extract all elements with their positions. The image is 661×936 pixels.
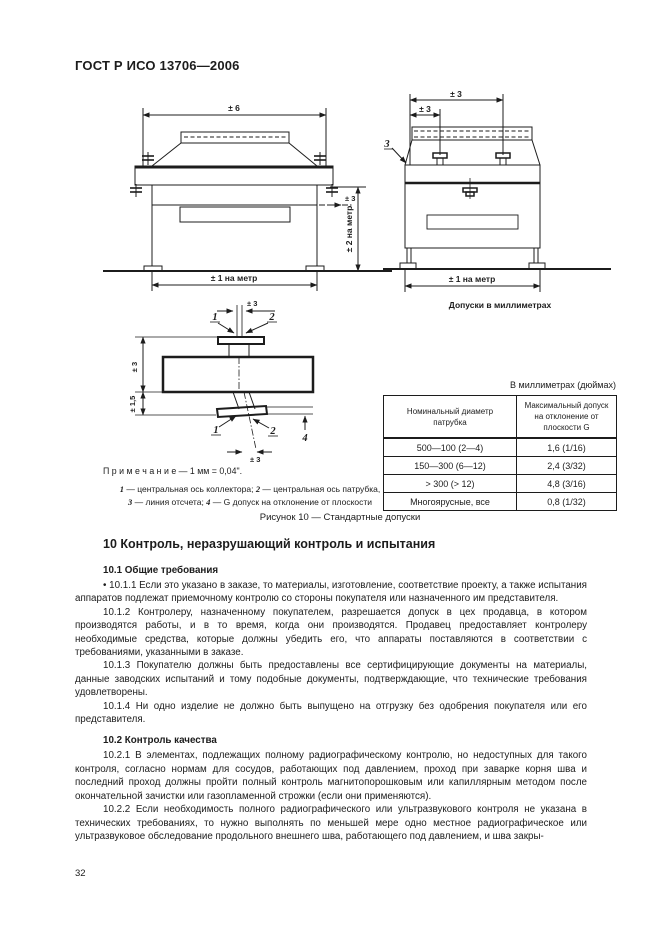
detail-callouts-top [210, 321, 277, 334]
subsection-heading-10-2: 10.2 Контроль качества [103, 735, 217, 747]
legend-text-4: — G допуск на отклонение от плоскости [210, 496, 373, 507]
legend-text-2: — центральная ось патрубка, [260, 484, 381, 494]
detail-dim-bottom-label: ± 3 [250, 455, 260, 464]
figure-caption: Рисунок 10 — Стандартные допуски [259, 512, 421, 523]
figure-note: П р и м е ч а н и е — 1 мм = 0,04". [103, 466, 243, 476]
detail-header-box [161, 355, 315, 394]
figure-legend-line2: 3 — линия отсчета; 4 — G допуск на откло… [70, 496, 430, 509]
table-row: > 300 (> 12) 4,8 (3/16) [383, 474, 617, 493]
table-col2-header: Максимальный допуск на отклонение от пло… [516, 395, 617, 439]
detail-callout-4: 4 [301, 433, 307, 444]
side-bottom-dimension [404, 269, 541, 292]
table-cell-tolerance: 2,4 (3/32) [516, 456, 617, 475]
side-callout-3-arrow [384, 147, 407, 164]
paragraph-10-1-3: 10.1.3 Покупателю должны быть предоставл… [75, 660, 587, 699]
detail-dim-top-label: ± 3 [247, 299, 257, 308]
paragraph-10-1-4: 10.1.4 Ни одно изделие не должно быть вы… [75, 700, 587, 726]
side-legs-ground [383, 248, 611, 270]
front-flange-fittings [130, 152, 338, 197]
side-dim-bottom-label: ± 1 на метр [449, 274, 496, 284]
front-header-band [134, 165, 334, 186]
detail-callout-1-top: 1 [212, 312, 217, 323]
legend-text-1: — центральная ось коллектора; [123, 484, 256, 494]
paragraph-10-1-2: 10.1.2 Контролеру, назначенному покупате… [75, 606, 587, 659]
document-header: ГОСТ Р ИСО 13706—2006 [75, 58, 240, 73]
side-dim-top-wide-label: ± 3 [450, 89, 462, 99]
figure-legend-line1: 1 — центральная ось коллектора; 2 — цент… [70, 483, 430, 496]
legend-num-3: 3 [127, 496, 133, 507]
figure-side-view: ± 3 ± 3 3 ± 1 на метр [383, 89, 611, 292]
detail-callout-2-bottom: 2 [269, 426, 276, 437]
side-top-nozzles [432, 152, 511, 165]
table-units-note: В миллиметрах (дюймах) [510, 380, 616, 390]
front-body [151, 185, 352, 266]
tolerance-table: Номинальный диаметр патрубка Максимальны… [383, 395, 617, 511]
front-legs-ground [103, 265, 392, 272]
subsection-heading-10-1: 10.1 Общие требования [103, 565, 219, 576]
detail-callouts-bottom [211, 415, 278, 437]
table-cell-diameter: 500—100 (2—4) [383, 437, 517, 457]
paragraph-10-1-1: • 10.1.1 Если это указано в заказе, то м… [75, 580, 587, 605]
legend-num-2: 2 [255, 484, 261, 494]
detail-left-dimensions [135, 336, 217, 416]
side-body [404, 164, 541, 249]
side-top-dimensions [409, 94, 504, 165]
paragraph-10-2-1: 10.2.1 В элементах, подлежащих полному р… [75, 750, 587, 802]
front-dim-bottom-label: ± 1 на метр [211, 273, 258, 283]
front-top-dimension [142, 108, 327, 166]
front-vertical-dimension [330, 186, 366, 272]
front-dim-top-label: ± 6 [228, 103, 240, 113]
page-number: 32 [75, 868, 86, 879]
side-plenum-outline [404, 126, 541, 166]
table-cell-tolerance: 4,8 (3/16) [516, 474, 617, 493]
front-dim-vertical-label: ± 2 на метр [344, 206, 354, 253]
front-plenum-outline [151, 131, 318, 167]
detail-flatness-dimension [267, 406, 313, 430]
side-dim-top-narrow-label: ± 3 [419, 104, 431, 114]
legend-num-1: 1 [119, 484, 124, 494]
document-body: 10 Контроль, неразрушающий контроль и ис… [75, 537, 587, 843]
table-cell-tolerance: 1,6 (1/16) [516, 437, 617, 457]
figure-nozzle-detail: ± 3 1 2 ± 3 ± 1,5 1 2 ± 3 4 [128, 299, 315, 464]
figure-units-note: Допуски в миллиметрах [448, 300, 552, 310]
table-col1-header: Номинальный диаметр патрубка [383, 395, 517, 439]
table-row: 150—300 (6—12) 2,4 (3/32) [383, 456, 617, 475]
table-row: 500—100 (2—4) 1,6 (1/16) [383, 437, 617, 457]
detail-dim-left-lower-label: ± 1,5 [128, 396, 137, 413]
detail-bottom-nozzle [215, 391, 269, 450]
detail-callout-2-top: 2 [268, 312, 275, 323]
front-dim-nozzle-label: ± 3 [345, 194, 355, 203]
table-cell-diameter: > 300 (> 12) [383, 474, 517, 493]
table-row: Многоярусные, все 0,8 (1/32) [383, 492, 617, 511]
legend-text-3: — линия отсчета; [132, 496, 207, 507]
figure-legend: 1 — центральная ось коллектора; 2 — цент… [70, 483, 430, 508]
paragraph-10-2-2: 10.2.2 Если необходимость полного радиог… [75, 804, 587, 842]
table-cell-diameter: 150—300 (6—12) [383, 456, 517, 475]
legend-num-4: 4 [206, 496, 211, 507]
side-callout-3-label: 3 [383, 139, 389, 150]
table-cell-tolerance: 0,8 (1/32) [516, 492, 617, 511]
front-bottom-dimension [151, 271, 318, 291]
figure-front-view: ± 6 ± 3 ± 2 на метр ± 1 на метр [103, 103, 392, 291]
detail-centerlines-top [236, 305, 243, 337]
table-header-row: Номинальный диаметр патрубка Максимальны… [383, 395, 617, 439]
detail-top-flange [217, 336, 265, 357]
detail-dim-left-upper-label: ± 3 [130, 362, 139, 372]
section-heading: 10 Контроль, неразрушающий контроль и ис… [103, 537, 436, 551]
table-cell-diameter: Многоярусные, все [383, 492, 517, 511]
detail-callout-1-bottom: 1 [213, 425, 218, 436]
